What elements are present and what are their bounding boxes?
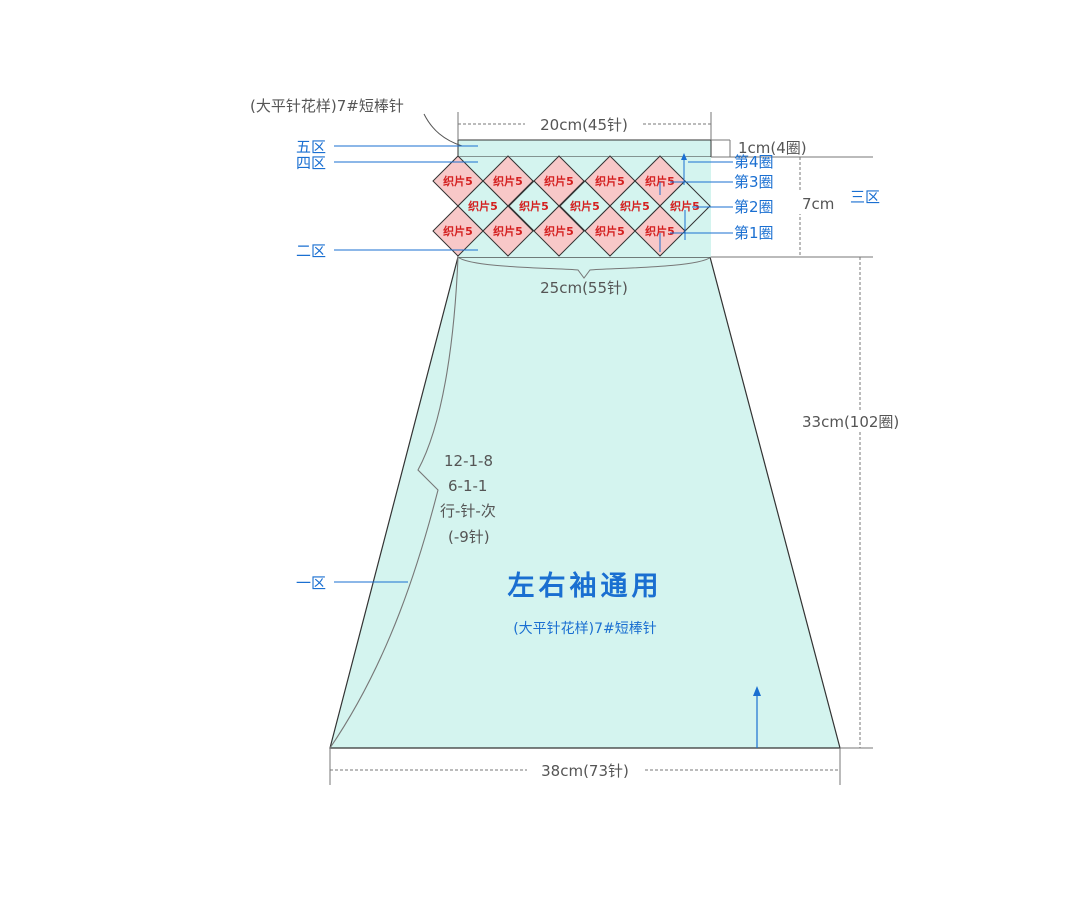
round-label-3: 第3圈 bbox=[734, 173, 774, 191]
middle-width-brace bbox=[457, 256, 712, 279]
yoke-arrowhead-1 bbox=[681, 153, 687, 160]
yoke-height-label-bg bbox=[798, 192, 846, 214]
body-direction-arrowhead bbox=[753, 686, 761, 696]
yoke-height-label: 7cm bbox=[802, 195, 834, 213]
top-dim-label-bg bbox=[525, 113, 643, 135]
pattern-note-top: (大平针花样)7#短棒针 bbox=[250, 97, 404, 115]
body-length-label-bg bbox=[800, 410, 918, 432]
diamond-cell-label: 织片5 bbox=[544, 174, 574, 188]
diamond-cells: 织片5 织片5 织片5 织片5 织片5 织片5 织片5 织片5 织片5 织片5 织片5 织片5 织片5 织… bbox=[432, 155, 711, 257]
top-width-label: 20cm(45针) bbox=[540, 116, 628, 134]
body-length-label: 33cm(102圈) bbox=[802, 413, 899, 431]
round-label-1: 第1圈 bbox=[734, 224, 774, 242]
diamond-cell-label: 织片5 bbox=[519, 199, 549, 213]
yoke-top-band bbox=[457, 139, 712, 158]
round-label-2: 第2圈 bbox=[734, 198, 774, 216]
diamond-cell-label: 织片5 bbox=[468, 199, 498, 213]
decrease-rule-4: (-9针) bbox=[448, 528, 490, 546]
diamond-cell-label: 织片5 bbox=[443, 174, 473, 188]
pattern-note-leader bbox=[423, 113, 463, 147]
zone-five-label: 五区 bbox=[296, 138, 326, 156]
main-subtitle: (大平针花样)7#短棒针 bbox=[513, 621, 657, 637]
diamond-cell-label: 织片5 bbox=[670, 199, 700, 213]
diamond-cell-label: 织片5 bbox=[620, 199, 650, 213]
diamond-cell-label: 织片5 bbox=[493, 224, 523, 238]
diamond-cell-label: 织片5 bbox=[645, 174, 675, 188]
bottom-dim-label-bg bbox=[527, 759, 643, 781]
decrease-rule-2: 6-1-1 bbox=[448, 477, 487, 495]
diamond-cell bbox=[533, 205, 585, 257]
zone-three-label: 三区 bbox=[850, 188, 880, 206]
diamond-cell bbox=[432, 205, 484, 257]
main-title: 左右袖通用 bbox=[508, 571, 663, 602]
diamond-cell-label: 织片5 bbox=[595, 174, 625, 188]
diamond-cell bbox=[634, 205, 686, 257]
diamond-cell bbox=[584, 205, 636, 257]
zone-one-label: 一区 bbox=[296, 574, 326, 592]
diamond-cell-label: 织片5 bbox=[570, 199, 600, 213]
middle-width-label: 25cm(55针) bbox=[540, 279, 628, 297]
diamond-cell-label: 织片5 bbox=[443, 224, 473, 238]
diamond-cell bbox=[482, 205, 534, 257]
shaping-curve bbox=[329, 256, 459, 749]
decrease-rule-1: 12-1-8 bbox=[444, 452, 493, 470]
zone-four-label: 四区 bbox=[296, 154, 326, 172]
sleeve-body bbox=[329, 256, 841, 749]
decrease-rule-3: 行-针-次 bbox=[440, 502, 496, 520]
bottom-width-label: 38cm(73针) bbox=[541, 762, 629, 780]
top-band-label: 1cm(4圈) bbox=[738, 139, 807, 157]
diamond-cell-label: 织片5 bbox=[493, 174, 523, 188]
round-label-4: 第4圈 bbox=[734, 153, 774, 171]
zone-two-label: 二区 bbox=[296, 242, 326, 260]
diamond-cell-label: 织片5 bbox=[645, 224, 675, 238]
diamond-cell-label: 织片5 bbox=[544, 224, 574, 238]
diamond-cell-label: 织片5 bbox=[595, 224, 625, 238]
